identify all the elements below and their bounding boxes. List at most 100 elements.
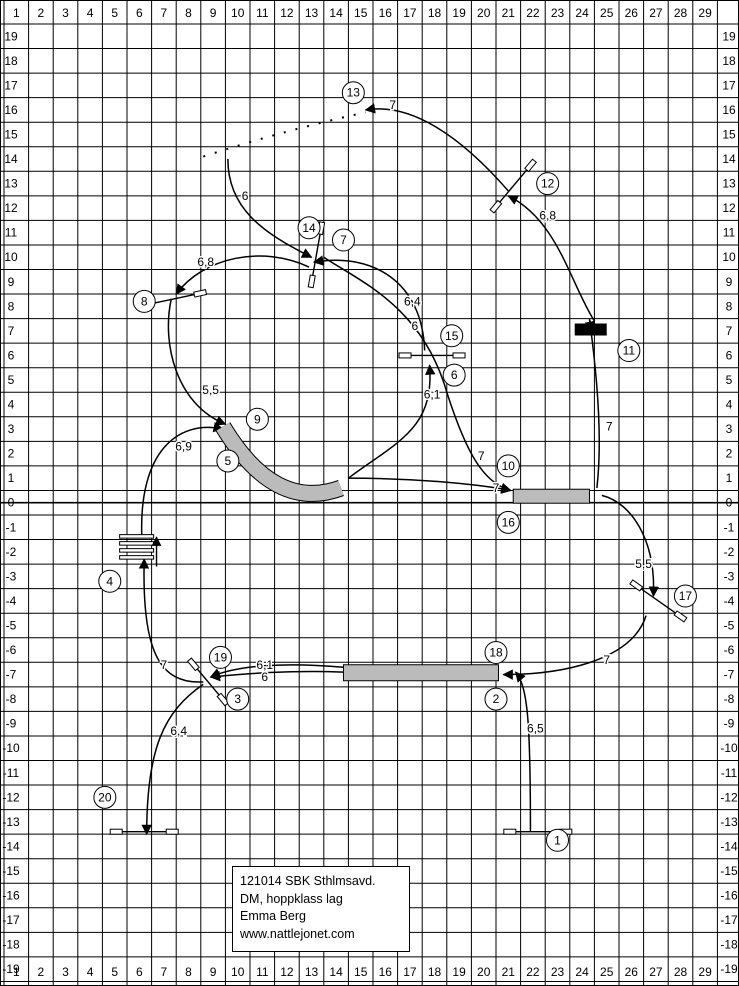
y-tick-label-left: 0 <box>8 496 15 510</box>
y-tick-label-right: -11 <box>721 766 738 780</box>
y-tick-label-left: -17 <box>2 913 20 927</box>
y-tick-label-right: 3 <box>726 422 733 436</box>
path-16-17 <box>601 494 660 598</box>
y-tick-label-right: 7 <box>726 324 733 338</box>
y-tick-label-right: 17 <box>722 78 736 92</box>
number-circle <box>617 339 641 363</box>
y-tick-label-right: -2 <box>724 545 735 559</box>
x-tick-label-bottom: 11 <box>256 965 269 979</box>
number-label: 18 <box>489 645 503 659</box>
x-tick-label-bottom: 20 <box>477 965 491 979</box>
path-4-5 <box>141 422 224 535</box>
number-circle <box>245 407 269 431</box>
jump-wing <box>216 692 230 707</box>
y-tick-label-left: -13 <box>2 815 20 829</box>
x-tick-label-bottom: 18 <box>428 965 442 979</box>
distance-label: 7 <box>478 449 485 463</box>
y-tick-label-right: -1 <box>724 520 735 534</box>
y-tick-label-left: -8 <box>6 692 17 706</box>
y-tick-label-left: 16 <box>4 103 18 117</box>
x-tick-label-top: 23 <box>551 6 565 20</box>
y-tick-label-left: 1 <box>8 471 15 485</box>
y-tick-label-right: -8 <box>724 692 735 706</box>
y-tick-label-right: 6 <box>726 348 733 362</box>
y-tick-label-right: 18 <box>722 54 736 68</box>
distance-label: 6,8 <box>197 255 214 269</box>
y-tick-label-left: 10 <box>4 250 18 264</box>
long-jump-board <box>119 548 155 553</box>
x-tick-label-top: 11 <box>256 6 269 20</box>
course-path <box>138 103 660 836</box>
x-tick-label-top: 28 <box>674 6 688 20</box>
number-circle <box>331 228 355 252</box>
jump-wing <box>629 579 644 592</box>
obstacle-number-12: 12 <box>536 172 560 196</box>
y-tick-label-right: -10 <box>720 741 738 755</box>
x-tick-label-bottom: 10 <box>231 965 245 979</box>
obstacle-13-dotted-line <box>202 111 366 158</box>
x-tick-label-bottom: 25 <box>600 965 614 979</box>
distance-label: 6,1 <box>256 658 273 672</box>
obstacle-4-long-jump <box>119 534 162 567</box>
path-14-15 <box>323 256 448 393</box>
number-label: 20 <box>98 790 112 804</box>
distance-label: 7 <box>493 481 500 495</box>
number-circle <box>226 687 250 711</box>
obstacle-number-2: 2 <box>484 687 508 711</box>
obstacle-11-wall <box>574 323 607 336</box>
x-tick-label-bottom: 5 <box>111 965 118 979</box>
y-tick-label-right: -7 <box>724 668 735 682</box>
number-label: 5 <box>225 454 232 468</box>
jump-wing <box>524 158 538 173</box>
number-circle <box>546 828 569 852</box>
x-tick-label-top: 21 <box>502 6 516 20</box>
number-circle <box>496 510 520 534</box>
number-circle <box>673 584 697 608</box>
obstacle-number-3: 3 <box>226 687 250 711</box>
number-label: 19 <box>214 650 228 664</box>
x-tick-label-bottom: 26 <box>625 965 639 979</box>
y-tick-label-right: 0 <box>726 496 733 510</box>
y-tick-label-left: 8 <box>8 299 15 313</box>
obstacle-number-14: 14 <box>297 216 321 240</box>
info-line-class: DM, hoppklass lag <box>240 891 343 906</box>
dotted-line <box>202 111 366 158</box>
obstacle-number-18: 18 <box>484 640 508 664</box>
obstacles <box>109 111 688 835</box>
obstacle-number-10: 10 <box>496 454 520 478</box>
y-tick-label-right: -12 <box>720 790 738 804</box>
distance-label: 5,5 <box>635 557 652 571</box>
x-tick-label-top: 1 <box>13 6 20 20</box>
y-tick-label-right: 4 <box>726 398 733 412</box>
number-circle <box>442 363 466 387</box>
y-tick-label-left: 13 <box>4 177 18 191</box>
obstacle-12-jump <box>489 158 538 214</box>
number-label: 6 <box>451 368 458 382</box>
distance-label: 7 <box>606 420 613 434</box>
y-tick-label-right: -17 <box>720 913 738 927</box>
long-jump-board <box>119 534 155 539</box>
info-line-judge: Emma Berg <box>240 909 306 923</box>
x-tick-label-top: 16 <box>379 6 393 20</box>
y-tick-label-right: -9 <box>724 717 735 731</box>
y-tick-label-right: -6 <box>724 643 735 657</box>
y-tick-label-right: 16 <box>722 103 736 117</box>
x-tick-label-bottom: 3 <box>62 965 69 979</box>
path-6-7 <box>312 255 426 351</box>
y-tick-label-right: 15 <box>722 127 736 141</box>
jump-wing <box>673 610 688 623</box>
number-label: 14 <box>302 221 316 235</box>
number-circle <box>440 324 464 348</box>
y-tick-label-left: -15 <box>2 864 20 878</box>
y-tick-label-right: 2 <box>726 447 733 461</box>
number-circle <box>132 289 156 313</box>
y-tick-label-right: -19 <box>720 962 738 976</box>
x-tick-label-bottom: 17 <box>403 965 417 979</box>
jump-wing <box>186 657 200 672</box>
x-tick-label-top: 3 <box>62 6 69 20</box>
x-tick-label-top: 5 <box>111 6 118 20</box>
x-tick-label-top: 26 <box>625 6 639 20</box>
obstacle-10-tunnel <box>512 488 590 504</box>
x-tick-label-bottom: 6 <box>136 965 143 979</box>
